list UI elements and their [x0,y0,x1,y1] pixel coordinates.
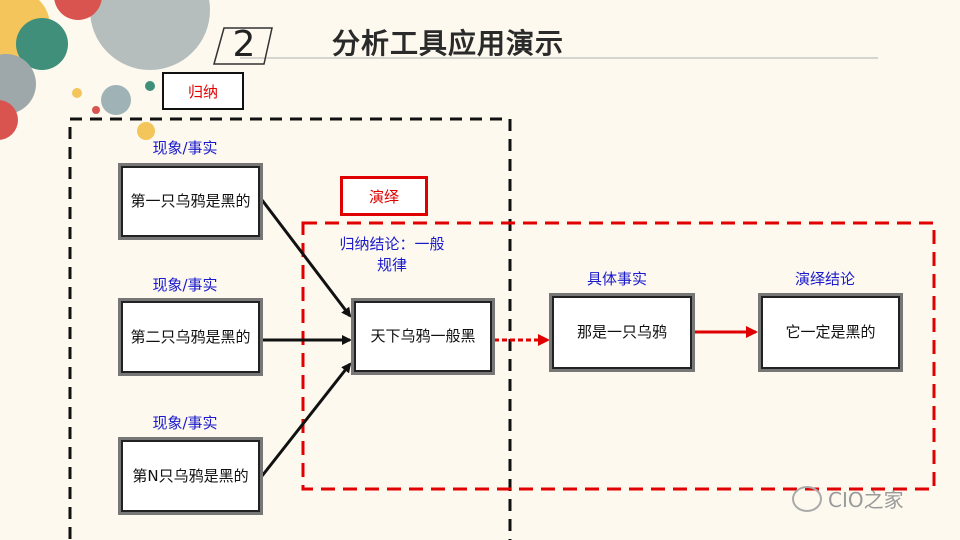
deduction-conclusion-label: 演绎结论 [794,270,855,288]
specific-fact-label: 具体事实 [586,270,647,288]
specific-fact-box: 那是一只乌鸦 [549,293,695,372]
phenomenon-label-2: 现象/事实 [152,276,218,294]
deduction-tag: 演绎 [340,176,428,216]
section-number: 2 [232,23,256,65]
deduction-frame [301,221,936,491]
number-frame [213,27,273,65]
fact-box-2: 第二只乌鸦是黑的 [118,298,263,376]
arrow-factn-to-rule [260,362,352,477]
induction-conclusion-label: 归纳结论：一般规律 [339,235,445,274]
fact-box-1: 第一只乌鸦是黑的 [118,163,263,240]
conclusion-box: 它一定是黑的 [758,293,903,372]
watermark-text: CIO之家 [828,488,904,512]
decorative-circles [0,0,210,140]
wechat-icon [792,485,822,512]
induction-tag: 归纳 [162,72,244,110]
watermark: CIO之家 [792,484,904,513]
phenomenon-label-1: 现象/事实 [152,139,218,157]
page-title: 分析工具应用演示 [332,27,565,60]
arrow-fact1-to-rule [260,199,352,318]
general-rule-box: 天下乌鸦一般黑 [351,298,495,375]
fact-box-n: 第N只乌鸦是黑的 [118,437,263,515]
phenomenon-label-3: 现象/事实 [152,414,218,432]
